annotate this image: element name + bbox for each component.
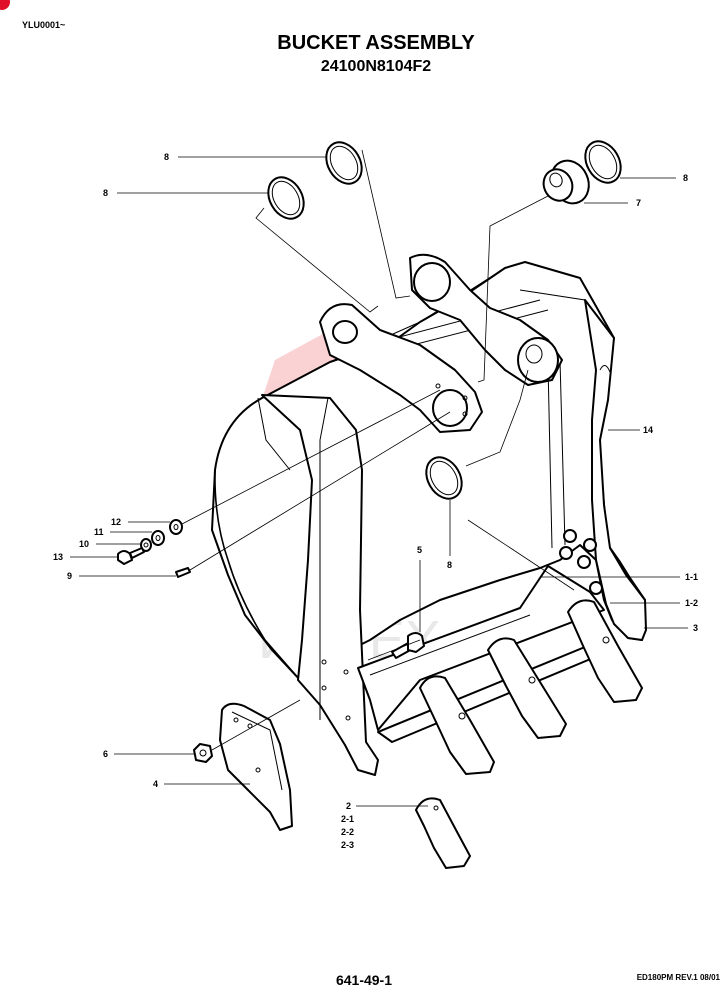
tooth-detached: [415, 797, 471, 869]
callout-2: 2: [346, 801, 351, 811]
revision-code: ED180PM REV.1 08/01: [636, 973, 720, 982]
callout-leaders: [70, 156, 688, 807]
assembly-guide-lines: [181, 149, 575, 751]
pin-boss-left: [319, 303, 483, 433]
callout-11: 11: [94, 527, 104, 537]
page-number: 641-49-1: [335, 972, 393, 988]
o-ring-8-top-center: [325, 141, 363, 185]
tooth-2: [487, 637, 567, 739]
side-cutter-plate: [219, 702, 293, 831]
callout-8-middle: 8: [447, 560, 452, 570]
tooth-3: [567, 599, 643, 703]
o-ring-8-top-left: [267, 176, 305, 220]
washer-10: [140, 538, 152, 552]
pin-9: [175, 567, 191, 578]
callout-8-right: 8: [683, 173, 688, 183]
assembly-part-number: 24100N8104F2: [320, 58, 432, 75]
callout-3: 3: [693, 623, 698, 633]
callout-10: 10: [79, 539, 89, 549]
bolt-5: [391, 632, 425, 659]
side-plate-left: [261, 394, 379, 776]
brand-logo: [0, 0, 10, 10]
callout-7: 7: [636, 198, 641, 208]
callout-14: 14: [643, 425, 653, 435]
callout-5: 5: [417, 545, 422, 555]
bolt-13: [117, 547, 145, 565]
callout-6: 6: [103, 749, 108, 759]
side-cutter-right: [559, 299, 647, 641]
callout-2-1: 2-1: [341, 814, 354, 824]
callout-2-2: 2-2: [341, 827, 354, 837]
callout-8-left: 8: [103, 188, 108, 198]
o-ring-8-middle: [425, 456, 463, 500]
callout-4: 4: [153, 779, 158, 789]
washer-11: [151, 530, 165, 546]
o-ring-8-top-right: [584, 140, 622, 184]
callout-9: 9: [67, 571, 72, 581]
washer-12: [169, 519, 183, 535]
page-title: BUCKET ASSEMBLY: [277, 32, 475, 54]
nut-6: [193, 743, 213, 763]
tooth-1: [419, 675, 495, 775]
callout-1-2: 1-2: [685, 598, 698, 608]
callout-12: 12: [111, 517, 121, 527]
callout-labels: 8 8 8 8 7 14 12 11 10 13 9 5 1-1 1-2 3 6…: [53, 152, 698, 850]
callout-13: 13: [53, 552, 63, 562]
bushing-7: [542, 159, 590, 205]
serial-range: YLU0001~: [22, 20, 66, 30]
callout-8-top: 8: [164, 152, 169, 162]
callout-2-3: 2-3: [341, 840, 354, 850]
callout-1-1: 1-1: [685, 572, 698, 582]
